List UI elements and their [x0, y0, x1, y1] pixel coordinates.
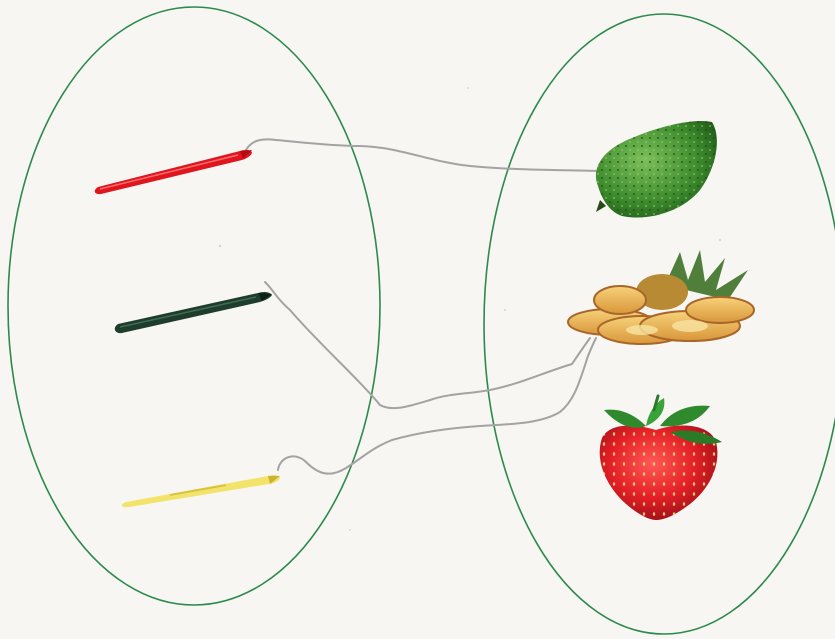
yellow-crayon [122, 475, 280, 507]
strawberry-image [600, 396, 722, 520]
soursop-image [596, 121, 717, 218]
connection-red-to-soursop [246, 139, 600, 171]
connection-green-to-pineapple [265, 282, 590, 408]
red-crayon [95, 150, 252, 194]
dark-green-crayon [115, 292, 272, 333]
connection-yellow-to-pineapple [278, 338, 596, 474]
pineapple-image [568, 250, 754, 344]
connection-lines [246, 139, 600, 473]
left-group-ellipse [8, 7, 380, 605]
